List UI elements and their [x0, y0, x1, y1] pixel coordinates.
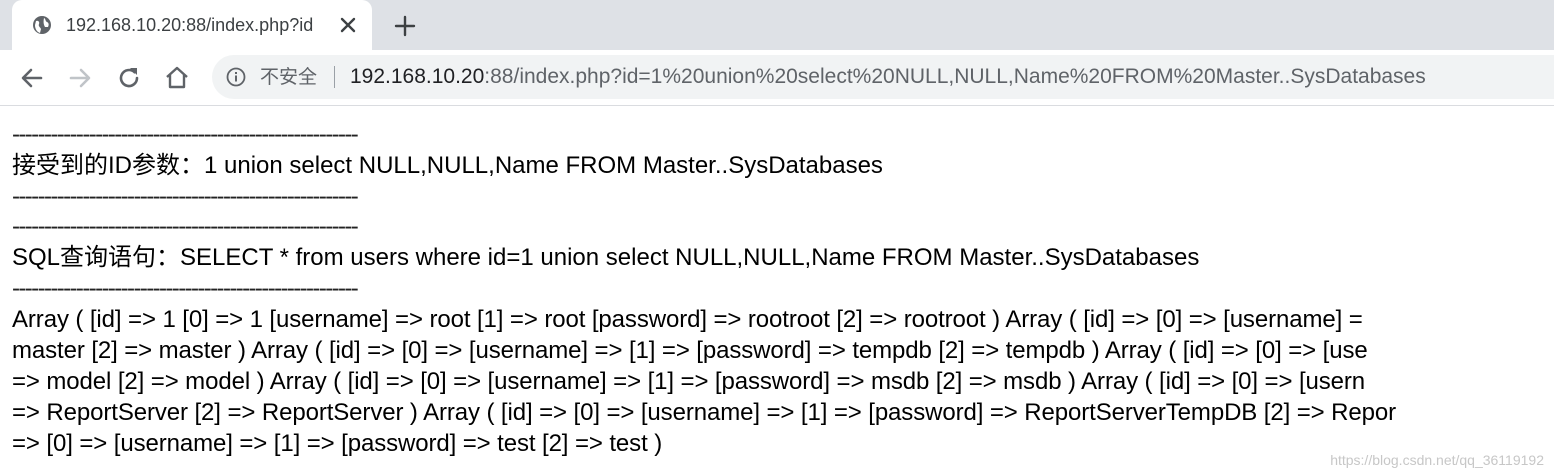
close-icon[interactable]: [338, 15, 358, 35]
url-path: :88/index.php?id=1%20union%20select%20NU…: [484, 65, 1426, 88]
reload-icon[interactable]: [115, 64, 143, 92]
divider-line: ----------------------------------------…: [12, 183, 359, 210]
forward-arrow-icon[interactable]: [66, 64, 94, 92]
received-param-text: 接受到的ID参数：1 union select NULL,NULL,Name F…: [12, 152, 883, 179]
tab-strip: 192.168.10.20:88/index.php?id: [0, 0, 1554, 50]
result-line: master [2] => master ) Array ( [id] => […: [12, 337, 1368, 364]
tab-title: 192.168.10.20:88/index.php?id: [66, 15, 314, 35]
page-content: ----------------------------------------…: [12, 120, 1554, 459]
result-line: => ReportServer [2] => ReportServer ) Ar…: [12, 399, 1397, 426]
separator: [334, 66, 335, 88]
sql-query-text: SQL查询语句：SELECT * from users where id=1 u…: [12, 244, 1200, 271]
divider-line: ----------------------------------------…: [12, 121, 359, 148]
browser-tab[interactable]: 192.168.10.20:88/index.php?id: [12, 0, 372, 50]
plus-icon[interactable]: [393, 14, 417, 38]
address-bar[interactable]: 不安全 192.168.10.20:88/index.php?id=1%20un…: [212, 55, 1554, 99]
watermark-text: https://blog.csdn.net/qq_36119192: [1330, 452, 1544, 468]
result-line: => [0] => [username] => [1] => [password…: [12, 430, 663, 457]
divider-line: ----------------------------------------…: [12, 275, 359, 302]
info-icon[interactable]: [226, 67, 246, 87]
result-line: Array ( [id] => 1 [0] => 1 [username] =>…: [12, 306, 1363, 333]
globe-icon: [33, 16, 51, 34]
browser-toolbar: 不安全 192.168.10.20:88/index.php?id=1%20un…: [0, 50, 1554, 106]
security-label[interactable]: 不安全: [260, 66, 318, 88]
url-host: 192.168.10.20: [350, 65, 485, 88]
divider-line: ----------------------------------------…: [12, 213, 359, 240]
result-line: => model [2] => model ) Array ( [id] => …: [12, 368, 1366, 395]
home-icon[interactable]: [163, 64, 191, 92]
url-text[interactable]: 192.168.10.20:88/index.php?id=1%20union%…: [350, 64, 1426, 90]
back-arrow-icon[interactable]: [18, 64, 46, 92]
